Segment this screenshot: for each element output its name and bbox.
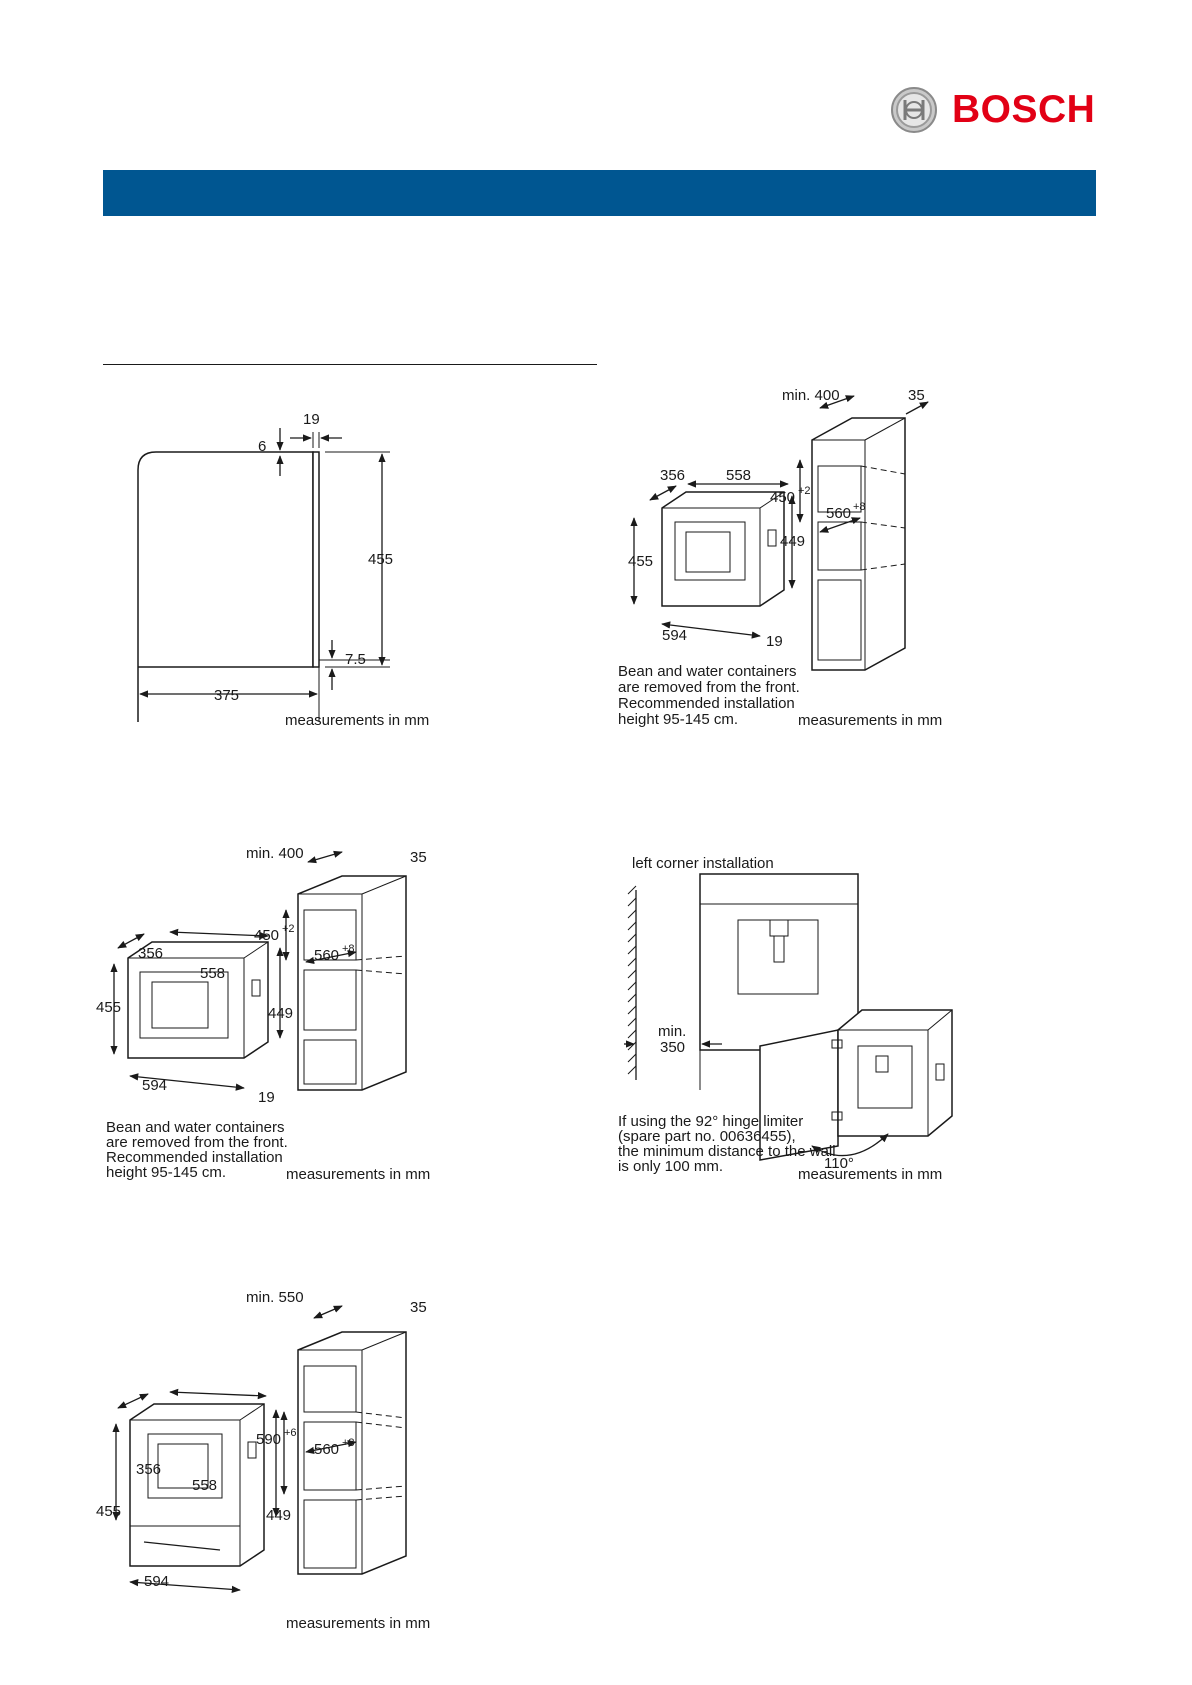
dim-594: 594: [662, 627, 687, 644]
dim-560: 560: [826, 505, 851, 522]
note-line-3: Recommended installation: [106, 1149, 283, 1166]
note-line-2: (spare part no. 00636455),: [618, 1128, 796, 1145]
appliance-body-side: [137, 451, 314, 722]
drawer-handle: [143, 1541, 221, 1551]
note-line-4: is only 100 mm.: [618, 1158, 723, 1175]
cabinet-outline: [297, 875, 407, 1091]
corner-installation-title: left corner installation: [632, 855, 774, 872]
section-divider: [103, 364, 597, 365]
dim-35: 35: [908, 387, 925, 404]
installation-diagram-with-drawer: min. 550 35 590 +6 560 +8 356 558 455 44…: [96, 1289, 430, 1632]
dim-19: 19: [766, 633, 783, 650]
dim-594: 594: [142, 1077, 167, 1094]
dim-558: 558: [726, 467, 751, 484]
bosch-wordmark: BOSCH: [952, 88, 1096, 131]
dim-min-400: min. 400: [246, 845, 304, 862]
dim-min-550: min. 550: [246, 1289, 304, 1306]
dim-19: 19: [258, 1089, 275, 1106]
dim-350: 350: [660, 1039, 685, 1056]
units-note: measurements in mm: [286, 1166, 430, 1183]
dim-560-tol: +8: [342, 1437, 355, 1449]
note-line-1: If using the 92° hinge limiter: [618, 1113, 803, 1130]
dim-455: 455: [96, 999, 121, 1016]
dim-450: 450: [770, 489, 795, 506]
dim-356: 356: [136, 1461, 161, 1478]
dim-590: 590: [256, 1431, 281, 1448]
units-note: measurements in mm: [285, 712, 429, 729]
dim-356: 356: [138, 945, 163, 962]
note-line-4: height 95-145 cm.: [618, 711, 738, 728]
header-banner: [103, 170, 1096, 216]
dim-455: 455: [368, 551, 393, 568]
dim-455: 455: [628, 553, 653, 570]
angle-110: 110°: [824, 1155, 854, 1172]
cabinet-outline: [811, 417, 906, 671]
dim-455: 455: [96, 1503, 121, 1520]
appliance-open-view: [837, 1009, 953, 1137]
note-line-3: the minimum distance to the wall: [618, 1143, 836, 1160]
note-line-2: are removed from the front.: [106, 1134, 288, 1151]
dim-560: 560: [314, 1441, 339, 1458]
units-note: measurements in mm: [798, 1166, 942, 1183]
dim-min-400: min. 400: [782, 387, 840, 404]
dim-449: 449: [780, 533, 805, 550]
appliance-front-view: [127, 941, 269, 1059]
units-note: measurements in mm: [798, 712, 942, 729]
dim-594: 594: [144, 1573, 169, 1590]
dim-7-5: 7.5: [345, 651, 366, 668]
dim-356: 356: [660, 467, 685, 484]
dim-558: 558: [200, 965, 225, 982]
note-line-1: Bean and water containers: [106, 1119, 284, 1136]
side-view-diagram: 375 19 6 455 7.5 measurements in mm: [137, 411, 429, 729]
note-line-1: Bean and water containers: [618, 663, 796, 680]
installation-diagram-tall-cabinet-2: min. 400 35 450 +2 560 +8 356 558 455 44…: [96, 845, 430, 1183]
dim-35: 35: [410, 1299, 427, 1316]
dim-min: min.: [658, 1023, 686, 1040]
left-corner-installation-diagram: left corner installation min. 350 110° I…: [618, 855, 953, 1183]
dim-19: 19: [303, 411, 320, 428]
dim-450-tol: +2: [282, 923, 295, 935]
dim-6: 6: [258, 438, 266, 455]
note-line-4: height 95-145 cm.: [106, 1164, 226, 1181]
dim-375: 375: [214, 687, 239, 704]
dim-560-tol: +8: [853, 501, 866, 513]
appliance-front-view: [661, 491, 785, 607]
note-line-2: are removed from the front.: [618, 679, 800, 696]
bosch-logo: BOSCH: [890, 86, 1100, 134]
dim-449: 449: [266, 1507, 291, 1524]
dim-590-tol: +6: [284, 1427, 297, 1439]
dim-558: 558: [192, 1477, 217, 1494]
dim-560-tol: +8: [342, 943, 355, 955]
note-line-3: Recommended installation: [618, 695, 795, 712]
units-note: measurements in mm: [286, 1615, 430, 1632]
bosch-armature-icon: [891, 87, 937, 133]
installation-diagram-tall-cabinet-1: min. 400 35 450 +2 560 +8 356 558 455 44…: [618, 387, 942, 729]
front-panel-side: [312, 451, 320, 668]
dim-450-tol: +2: [798, 485, 811, 497]
dim-35: 35: [410, 849, 427, 866]
dim-449: 449: [268, 1005, 293, 1022]
dim-560: 560: [314, 947, 339, 964]
